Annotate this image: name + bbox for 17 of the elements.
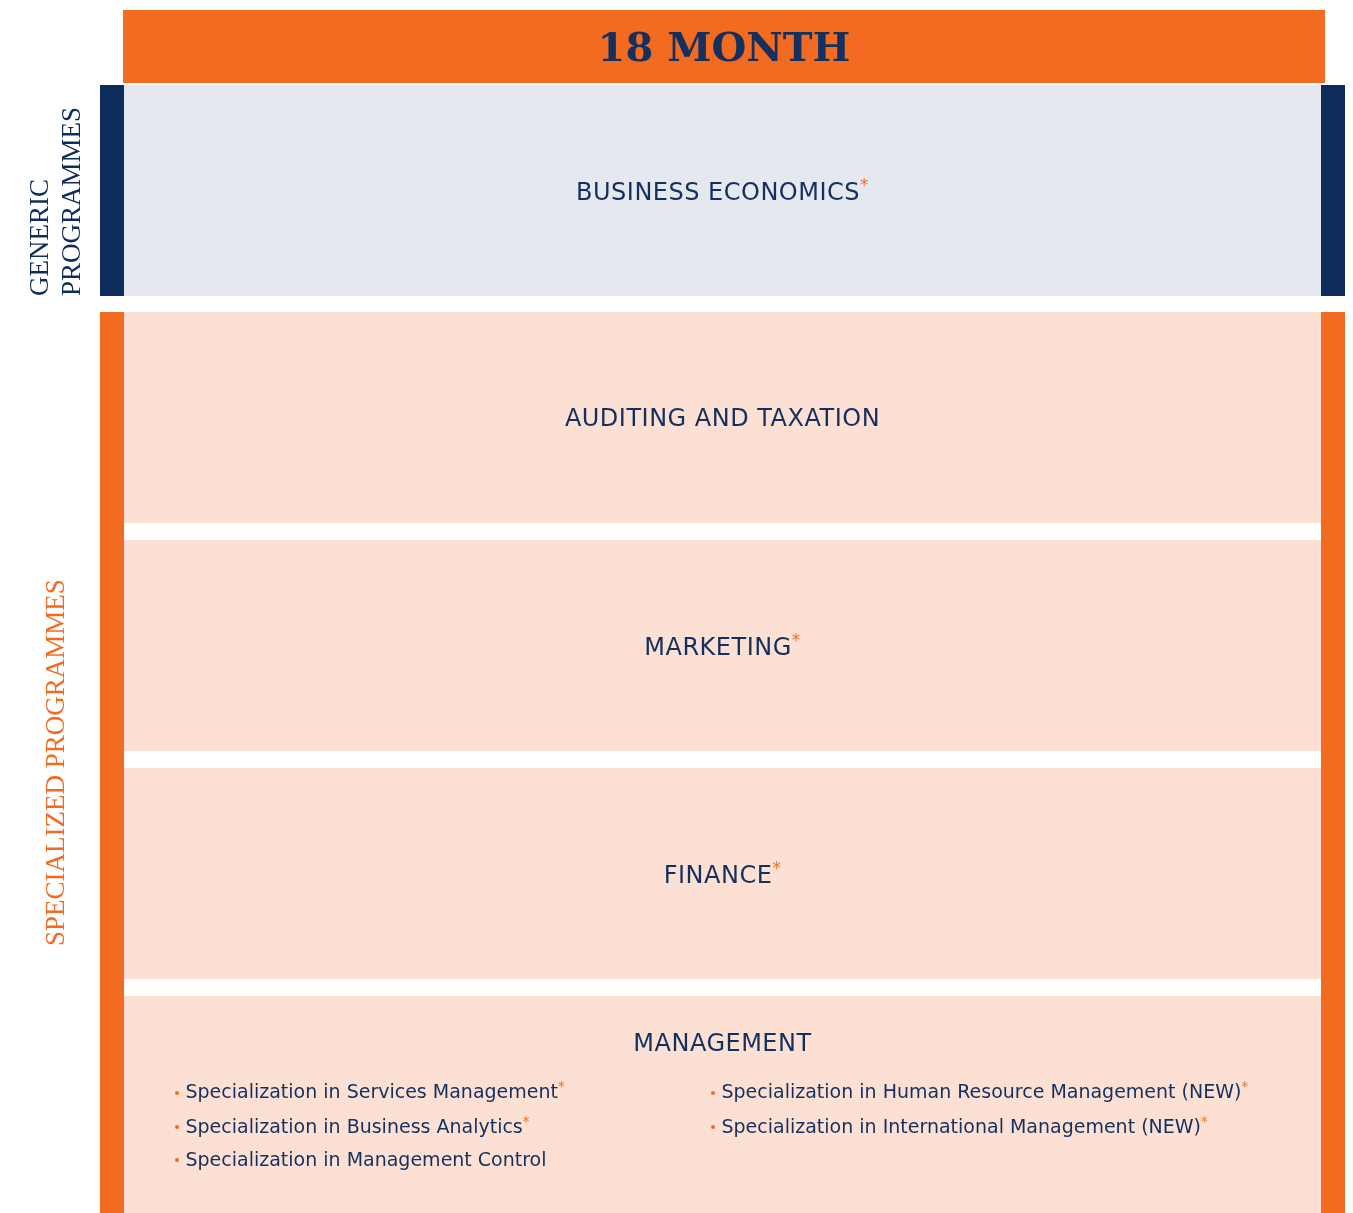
title-banner: 18 MONTH xyxy=(123,10,1325,83)
bullet-item: Specialization in Services Management$^{*}$ xyxy=(174,1079,711,1103)
group-label: GENERIC PROGRAMMES xyxy=(23,105,87,296)
programme-band xyxy=(124,540,1321,751)
bullet-item: Specialization in Human Resource Management (NEW)$^{*}$ xyxy=(710,1079,1271,1103)
bullet-item: Specialization in International Management (NEW)$^{*}$ xyxy=(710,1113,1271,1137)
programme-band xyxy=(124,312,1321,523)
bullet-item: Specialization in Management Control xyxy=(174,1147,711,1170)
programme-title: AUDITING AND TAXATION xyxy=(564,403,881,432)
programme-title: MANAGEMENT xyxy=(633,1029,812,1057)
group-label: SPECIALIZED PROGRAMMES xyxy=(39,578,71,948)
programme-title: BUSINESS ECONOMICS$^{*}$ xyxy=(576,175,869,206)
bullet-item: Specialization in Business Analytics$^{*}$ xyxy=(174,1113,711,1137)
programme-band xyxy=(124,768,1321,979)
programme-band xyxy=(124,996,1321,1213)
programme-title: MARKETING$^{*}$ xyxy=(644,630,801,661)
programme-title: FINANCE$^{*}$ xyxy=(663,858,782,889)
